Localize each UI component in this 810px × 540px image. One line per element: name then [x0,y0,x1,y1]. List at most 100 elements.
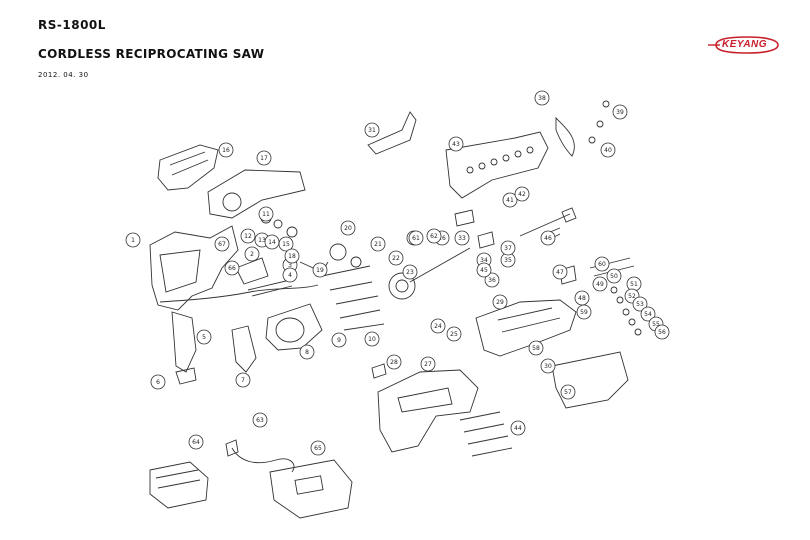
callout-circle [331,332,347,348]
callout-4: 4 [282,267,298,283]
callout-circle [430,318,446,334]
part-charger-cable [231,447,295,473]
callout-label: 57 [564,389,572,396]
callout-label: 26 [438,235,446,242]
callout-label: 37 [504,245,512,252]
part-motor [265,303,323,351]
callout-label: 20 [344,225,352,232]
callout-label: 42 [518,191,526,198]
callout-label: 50 [610,273,618,280]
callout-label: 9 [337,337,341,344]
callout-label: 21 [374,241,382,248]
callout-17: 17 [256,150,272,166]
callout-label: 59 [580,309,588,316]
callout-40: 40 [600,142,616,158]
callout-label: 6 [156,379,160,386]
callout-11: 11 [258,206,274,222]
callout-12: 12 [240,228,256,244]
callout-label: 23 [406,269,414,276]
callout-label: 49 [596,281,604,288]
callout-23: 23 [402,264,418,280]
callout-64: 64 [188,434,204,450]
callout-8: 8 [299,344,315,360]
callout-circle [364,122,380,138]
callout-circle [235,372,251,388]
callout-61: 61 [408,230,424,246]
callout-66: 66 [224,260,240,276]
callout-label: 41 [506,197,514,204]
callout-label: 12 [244,233,252,240]
callout-label: 10 [368,336,376,343]
callout-label: 31 [368,127,376,134]
callout-label: 5 [202,334,206,341]
callout-10: 10 [364,331,380,347]
callout-7: 7 [235,372,251,388]
callout-label: 44 [514,425,522,432]
callout-circle [196,329,212,345]
callout-33: 33 [454,230,470,246]
callout-21: 21 [370,236,386,252]
callout-circle [612,104,628,120]
callout-label: 16 [222,147,230,154]
callout-38: 38 [534,90,550,106]
callout-circle [560,384,576,400]
page-title: CORDLESS RECIPROCATING SAW [38,47,265,61]
callout-label: 63 [256,417,264,424]
callout-label: 28 [390,359,398,366]
callout-65: 65 [310,440,326,456]
callout-label: 52 [628,293,636,300]
callout-circle [310,440,326,456]
callout-circle [256,150,272,166]
callout-48: 48 [574,290,590,306]
callout-24: 24 [430,318,446,334]
callout-label: 4 [288,272,292,279]
callout-9: 9 [331,332,347,348]
callout-28: 28 [386,354,402,370]
brand-logo [708,36,779,54]
part-battery-pack [149,461,209,509]
model-number: RS-1800L [38,18,106,32]
callout-label: 39 [616,109,624,116]
callout-circle [654,324,670,340]
callout-label: 47 [556,269,564,276]
callout-circle [552,264,568,280]
part-guard-plate [551,351,629,409]
callout-label: 8 [305,349,309,356]
part-gear-housing-lower [475,299,577,357]
callout-circle [299,344,315,360]
callout-42: 42 [514,186,530,202]
callout-56: 56 [654,324,670,340]
callout-41: 41 [502,192,518,208]
callout-63: 63 [252,412,268,428]
callout-50: 50 [606,268,622,284]
part-upper-gear-housing [445,131,549,199]
callout-30: 30 [540,358,556,374]
callout-5: 5 [196,329,212,345]
callout-45: 45 [476,262,492,278]
callout-57: 57 [560,384,576,400]
callout-6: 6 [150,374,166,390]
callout-circle [420,356,436,372]
callout-59: 59 [576,304,592,320]
callout-circle [312,262,328,278]
callout-label: 51 [630,281,638,288]
callout-label: 35 [504,257,512,264]
callout-circle [576,304,592,320]
callout-20: 20 [340,220,356,236]
callout-53: 53 [632,296,648,312]
callout-label: 18 [288,253,296,260]
callout-circle [284,248,300,264]
callout-label: 61 [412,235,420,242]
part-plunger-rod [519,213,571,237]
callout-label: 27 [424,361,432,368]
callout-label: 65 [314,445,322,452]
callout-circle [476,262,492,278]
callout-circle [500,240,516,256]
callout-label: 19 [316,267,324,274]
callout-49: 49 [592,276,608,292]
callout-label: 33 [458,235,466,242]
callout-27: 27 [420,356,436,372]
document-date: 2012. 04. 30 [38,71,89,79]
callout-circle [224,260,240,276]
callout-label: 36 [488,277,496,284]
